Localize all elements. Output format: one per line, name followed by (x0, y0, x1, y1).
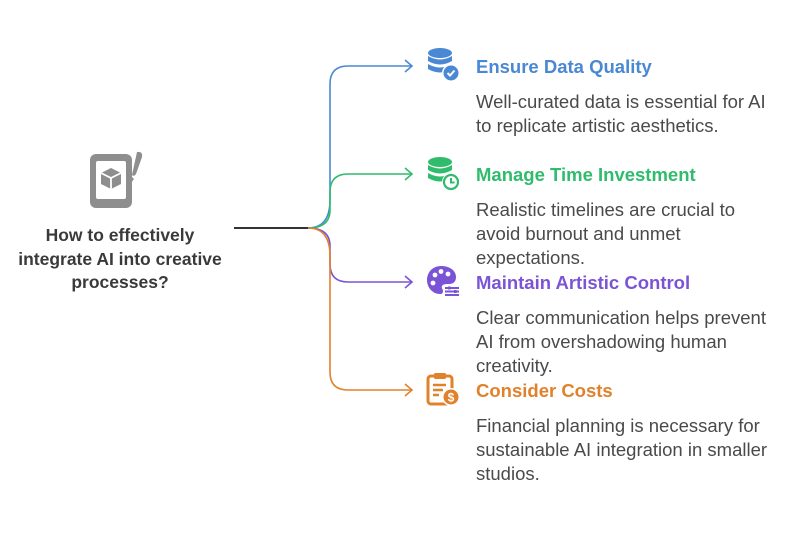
database-check-icon (428, 48, 460, 82)
branch-description-1: Well-curated data is essential for AI to… (476, 91, 766, 136)
arrowhead-branch-2 (404, 167, 414, 181)
arrowhead-branch-1 (404, 59, 414, 73)
svg-text:$: $ (448, 391, 455, 405)
tablet-palette-icon (90, 151, 143, 208)
arrowhead-branch-3 (404, 275, 414, 289)
connector-branch-4 (307, 227, 412, 391)
branch-title-4: Consider Costs (476, 380, 613, 401)
branch-title-2: Manage Time Investment (476, 164, 696, 185)
branch-title-3: Maintain Artistic Control (476, 272, 691, 293)
branch-title-1: Ensure Data Quality (476, 56, 652, 77)
arrowhead-branch-4 (404, 383, 414, 397)
branch-description-2: Realistic timelines are crucial to avoid… (476, 199, 736, 268)
root-question: How to effectively integrate AI into cre… (18, 225, 222, 292)
connector-branch-2 (307, 173, 412, 229)
branch-description-3: Clear communication helps prevent AI fro… (476, 307, 766, 376)
palette-sliders-icon (427, 266, 460, 297)
connector-branch-3 (307, 227, 412, 283)
clipboard-dollar-icon: $ (426, 373, 460, 406)
connector-branch-1 (307, 65, 412, 229)
branch-description-4: Financial planning is necessary for sust… (476, 415, 768, 484)
database-clock-icon (428, 157, 460, 191)
